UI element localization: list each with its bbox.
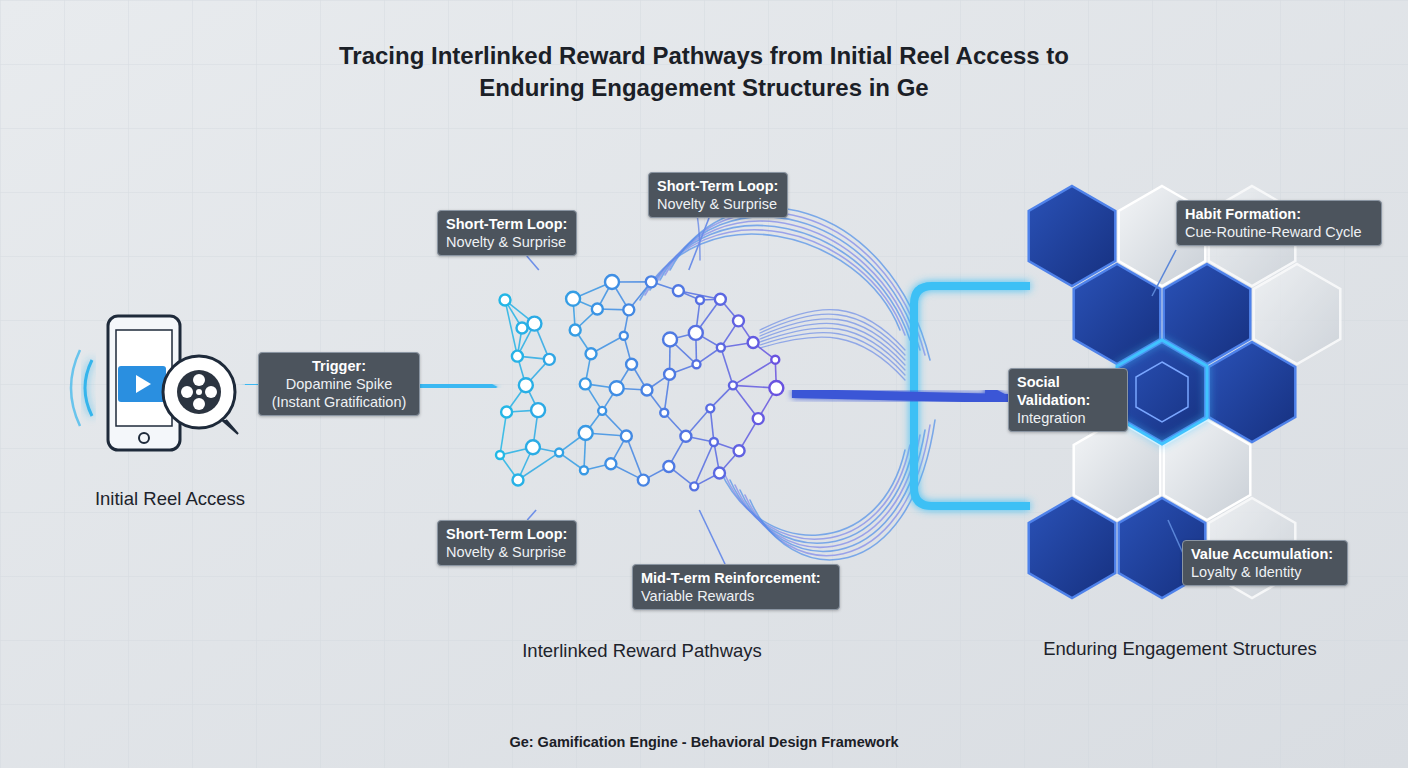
connector-line — [527, 256, 539, 270]
network-cluster: Interlinked Reward Pathways — [492, 270, 792, 510]
callout-box: Short-Term Loop:Novelty & Surprise — [437, 210, 577, 256]
connector-line — [527, 510, 536, 520]
box-heading: Social Validation: — [1017, 373, 1119, 409]
connector-line — [699, 510, 725, 564]
box-body: Novelty & Surprise — [446, 543, 568, 561]
box-body: Dopamine Spike (Instant Gratification) — [267, 375, 411, 411]
diagram-title: Tracing Interlinked Reward Pathways from… — [314, 40, 1094, 104]
phone-icon — [71, 316, 238, 450]
box-heading: Short-Term Loop: — [657, 177, 779, 195]
box-body: Novelty & Surprise — [657, 195, 779, 213]
box-heading: Short-Term Loop: — [446, 215, 568, 233]
box-body: Cue-Routine-Reward Cycle — [1185, 223, 1373, 241]
reward-network — [496, 275, 783, 490]
callout-box: Social Validation:Integration — [1008, 368, 1128, 432]
leader-lines — [1152, 250, 1186, 560]
connector-line — [245, 382, 258, 388]
box-heading: Mid-T-erm Reinforcement: — [641, 569, 831, 587]
box-heading: Trigger: — [267, 357, 411, 375]
box-body: Novelty & Surprise — [446, 233, 568, 251]
callout-box: Short-Term Loop:Novelty & Surprise — [437, 520, 577, 566]
callout-box: Habit Formation:Cue-Routine-Reward Cycle — [1176, 200, 1382, 246]
flow-bundle — [640, 175, 935, 560]
diagram-caption: Ge: Gamification Engine - Behavioral Des… — [304, 734, 1104, 750]
callout-box: Short-Term Loop:Novelty & Surprise — [648, 172, 788, 218]
node-heading: Interlinked Reward Pathways — [492, 640, 792, 662]
flow-arrow — [792, 394, 1008, 399]
box-heading: Short-Term Loop: — [446, 525, 568, 543]
box-heading: Value Accumulation: — [1191, 545, 1339, 563]
box-body: Integration — [1017, 409, 1119, 427]
trigger-box: Trigger:Dopamine Spike (Instant Gratific… — [258, 352, 420, 416]
source-icon: Initial Reel Access — [95, 310, 245, 460]
box-body: Variable Rewards — [641, 587, 831, 605]
callout-box: Value Accumulation:Loyalty & Identity — [1182, 540, 1348, 586]
callout-box: Mid-T-erm Reinforcement:Variable Rewards — [632, 564, 840, 610]
node-heading: Enduring Engagement Structures — [1010, 638, 1350, 660]
box-body: Loyalty & Identity — [1191, 563, 1339, 581]
box-heading: Habit Formation: — [1185, 205, 1373, 223]
connector-line — [689, 218, 709, 270]
node-heading: Initial Reel Access — [50, 488, 290, 510]
flow-arrow — [420, 386, 492, 387]
